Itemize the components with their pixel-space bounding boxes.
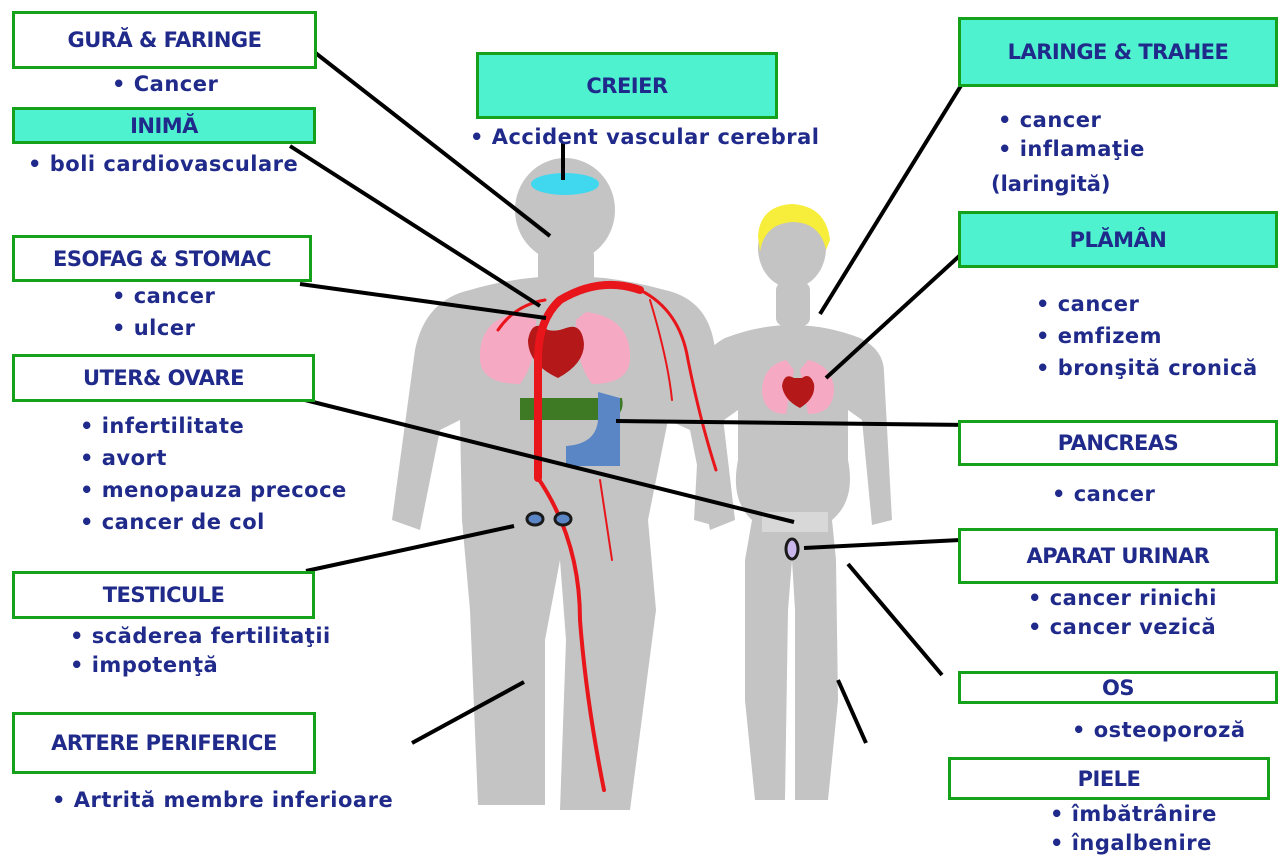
bone-conditions: osteoporoză: [1072, 714, 1246, 746]
pancreas-conditions: cancer: [1052, 478, 1155, 510]
label-testicles: TESTICULE: [12, 571, 315, 619]
list-item: scăderea fertilitaţii: [70, 622, 331, 651]
list-item: cancer: [1052, 478, 1155, 510]
peripheral-arteries-conditions: Artrită membre inferioare: [52, 784, 393, 816]
list-item: bronşită cronică: [1036, 352, 1258, 384]
uterus-ovaries-conditions: infertilitate avort menopauza precoce ca…: [80, 410, 347, 538]
list-item: îmbătrânire: [1050, 800, 1217, 829]
bladder: [786, 539, 798, 559]
list-item: cancer vezică: [1028, 613, 1217, 642]
list-item: avort: [80, 442, 347, 474]
urinary-system-conditions: cancer rinichi cancer vezică: [1028, 584, 1217, 642]
label-heart: INIMĂ: [12, 107, 316, 144]
list-item: cancer: [1036, 288, 1258, 320]
list-item: Accident vascular cerebral: [470, 121, 820, 153]
list-item: infertilitate: [80, 410, 347, 442]
list-item: cancer de col: [80, 506, 347, 538]
label-skin: PIELE: [948, 757, 1270, 800]
list-item: îngalbenire: [1050, 829, 1217, 858]
list-item: impotenţă: [70, 651, 331, 680]
label-uterus-ovaries: UTER& OVARE: [12, 354, 315, 402]
list-item: Artrită membre inferioare: [52, 784, 393, 816]
list-item: inflamaţie: [998, 135, 1145, 164]
testicles-conditions: scăderea fertilitaţii impotenţă: [70, 622, 331, 680]
list-item: menopauza precoce: [80, 474, 347, 506]
list-item: osteoporoză: [1072, 714, 1246, 746]
esophagus-stomach-conditions: cancer ulcer: [112, 280, 215, 344]
heart-conditions: boli cardiovasculare: [28, 148, 298, 180]
label-urinary-system: APARAT URINAR: [958, 528, 1278, 584]
mouth-pharynx-conditions: Cancer: [112, 68, 218, 100]
list-item: cancer rinichi: [1028, 584, 1217, 613]
lung-conditions: cancer emfizem bronşită cronică: [1036, 288, 1258, 384]
list-item: ulcer: [112, 312, 215, 344]
male-body-silhouette: [392, 158, 735, 810]
label-lung: PLĂMÂN: [958, 211, 1278, 268]
list-item: emfizem: [1036, 320, 1258, 352]
list-item: Cancer: [112, 68, 218, 100]
label-larynx-trachea: LARINGE & TRAHEE: [958, 17, 1278, 87]
label-mouth-pharynx: GURĂ & FARINGE: [12, 11, 317, 69]
label-pancreas: PANCREAS: [958, 420, 1278, 466]
larynx-note: (laringită): [991, 172, 1111, 196]
skin-conditions: îmbătrânire îngalbenire: [1050, 800, 1217, 858]
label-bone: OS: [958, 671, 1278, 704]
label-esophagus-stomach: ESOFAG & STOMAC: [12, 235, 312, 282]
brain-conditions: Accident vascular cerebral: [470, 121, 820, 153]
list-item: cancer: [998, 106, 1145, 135]
list-item: boli cardiovasculare: [28, 148, 298, 180]
label-peripheral-arteries: ARTERE PERIFERICE: [12, 712, 316, 774]
larynx-trachea-conditions: cancer inflamaţie: [998, 106, 1145, 164]
list-item: cancer: [112, 280, 215, 312]
label-brain: CREIER: [476, 52, 778, 119]
